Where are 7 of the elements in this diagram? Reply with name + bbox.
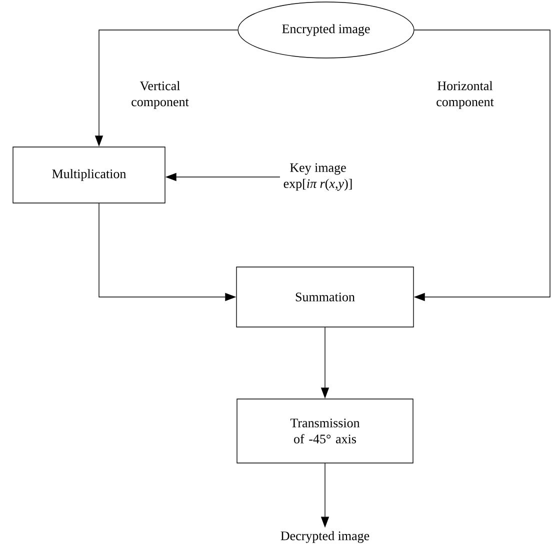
process-box: Transmission of -45° axis xyxy=(236,398,414,464)
process-box: Summation xyxy=(236,266,414,328)
edge-label: Horizontal component xyxy=(436,81,494,109)
output-text: Decrypted image xyxy=(280,531,370,543)
process-box: Multiplication xyxy=(12,146,166,204)
edge-label: Vertical component xyxy=(132,81,189,109)
key-image-text: Key image exp[iπ r(x,y)] xyxy=(284,163,352,191)
